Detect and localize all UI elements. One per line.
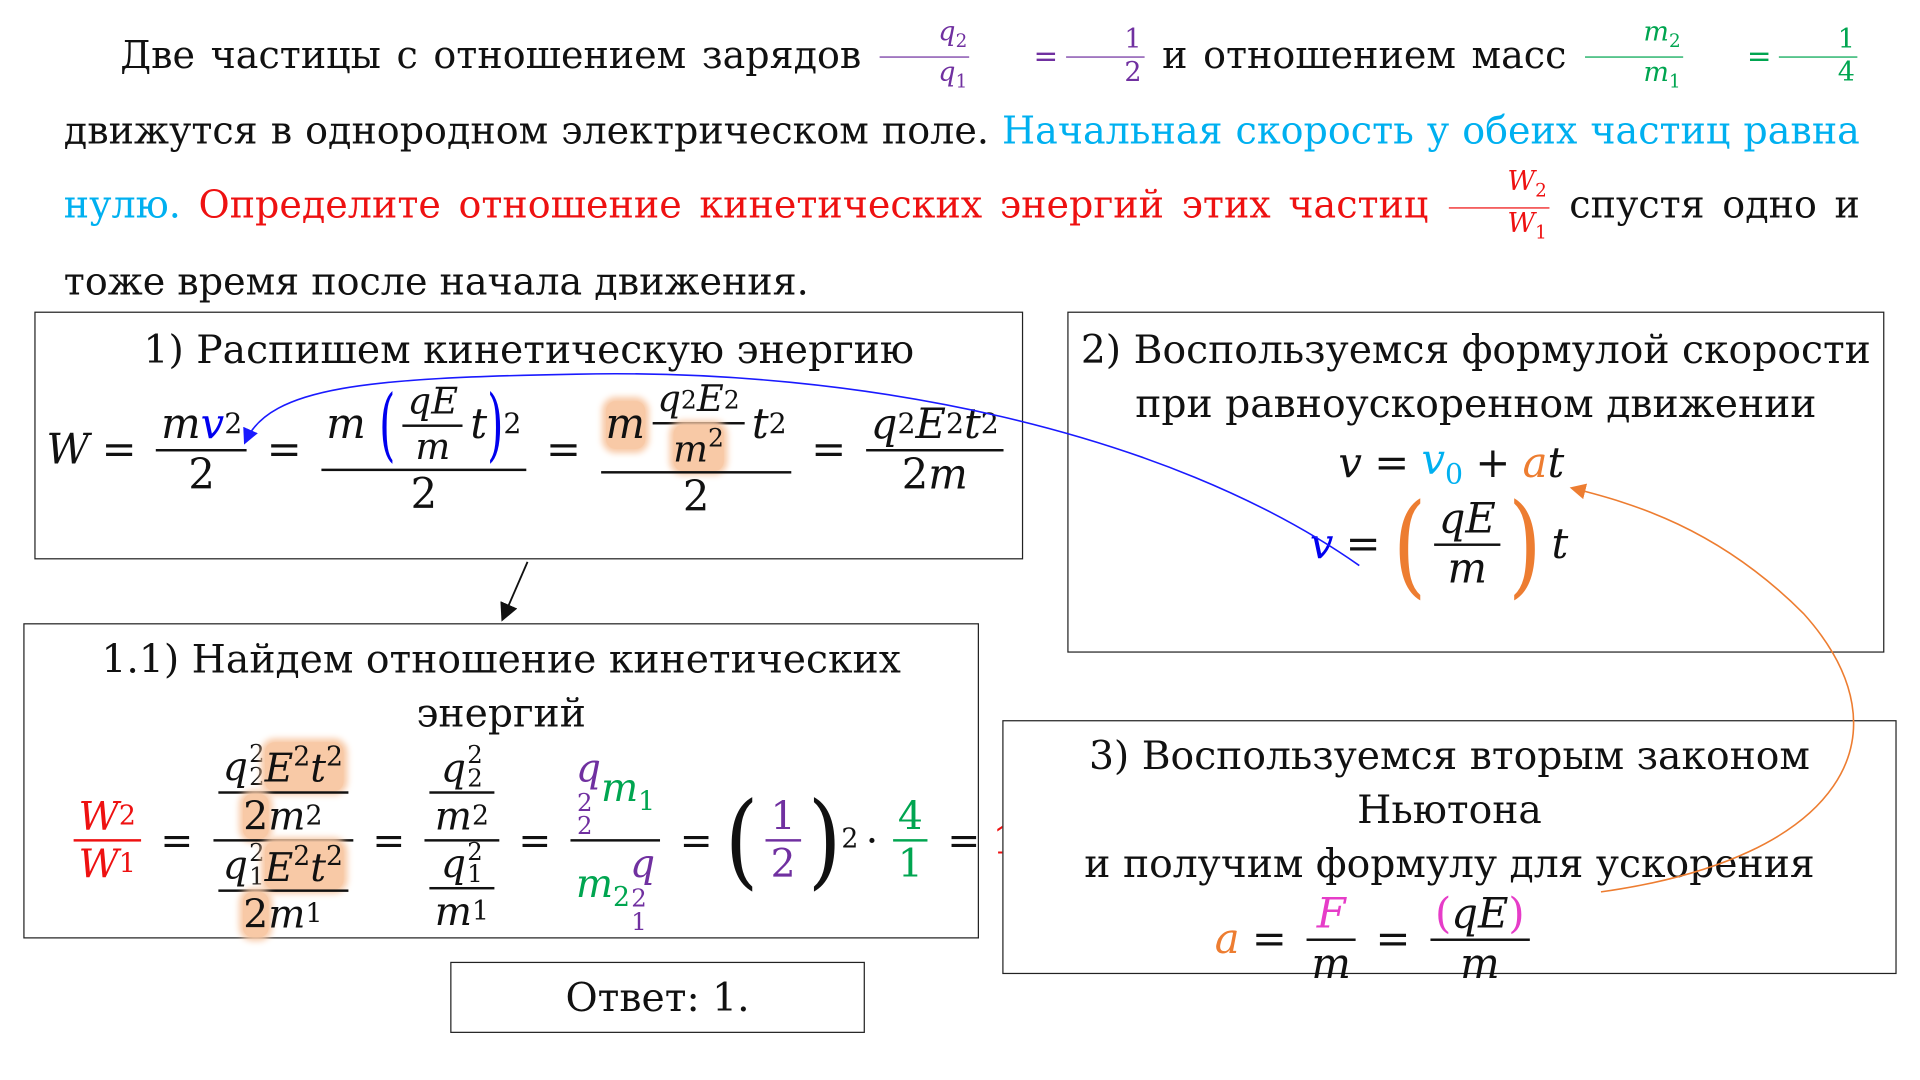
- box-velocity: 2) Воспользуемся формулой скорости при р…: [1067, 311, 1885, 653]
- box-velocity-title-line-1: 2) Воспользуемся формулой скорости: [1080, 326, 1871, 373]
- problem-text-1: Две частицы с отношением зарядов: [120, 33, 862, 78]
- box-newton-title-line-1: 3) Воспользуемся вторым законом Ньютона: [1088, 732, 1810, 833]
- problem-text-3: движутся в однородном электрическом поле…: [63, 109, 989, 154]
- box-energy-ratio-title: 1.1) Найдем отношение кинетических энерг…: [101, 635, 901, 737]
- problem-text-6: спустя одно и тоже время после начала дв…: [63, 183, 1860, 305]
- box-newton-law: 3) Воспользуемся вторым законом Ньютона …: [1002, 720, 1897, 988]
- box-kinetic-energy-title: 1) Распишем кинетическую энергию: [143, 326, 915, 373]
- answer-box: Ответ: 1.: [450, 961, 865, 1033]
- box-energy-ratio: 1.1) Найдем отношение кинетических энерг…: [23, 623, 1030, 939]
- answer-text: Ответ: 1.: [565, 974, 750, 1021]
- box-velocity-title-line-2: при равноускоренном движении: [1135, 380, 1817, 427]
- problem-text-2: и отношением масс: [1162, 33, 1567, 78]
- arrow-energy-to-ratio: [500, 561, 529, 622]
- problem-question: Определите отношение кинетических энерги…: [198, 183, 1429, 228]
- problem-text-4: Начальная скорость у обеих частиц равна …: [63, 109, 1860, 228]
- box-newton-title-line-2: и получим формулу для ускорения: [1084, 840, 1815, 887]
